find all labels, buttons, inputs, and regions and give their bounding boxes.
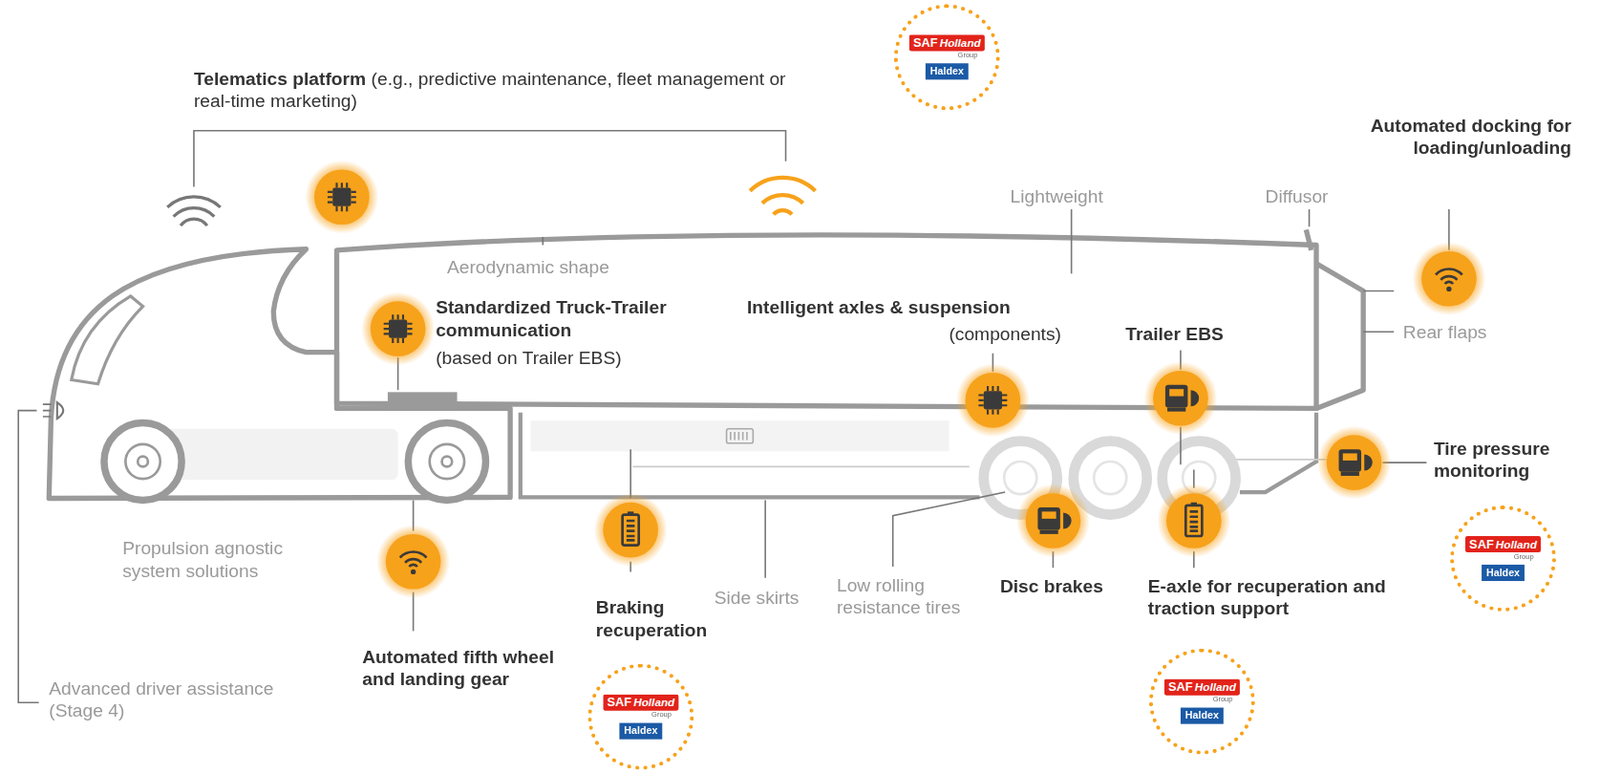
feature-label: Telematics platform	[193, 68, 366, 89]
logo-text: SAF	[1469, 536, 1494, 552]
logo-text: Haldex	[1481, 564, 1526, 581]
feature-label: Automated fifth wheel and landing gear	[362, 644, 556, 690]
logo-bar: SAFHolland	[1164, 679, 1240, 696]
logo-bar: SAFHolland	[602, 694, 679, 711]
logo-text: Holland	[633, 695, 675, 710]
partner-logo: SAFHollandGroupHaldex	[587, 663, 694, 770]
feature-label: Aerodynamic shape	[447, 256, 672, 279]
feature-label: Rear flaps	[1403, 320, 1547, 344]
logo-text: Holland	[1495, 536, 1537, 552]
feature-label: Automated docking for loading/unloading	[1326, 114, 1572, 160]
partner-logo: SAFHollandGroupHaldex	[1450, 505, 1557, 612]
feature-label: Side skirts	[714, 585, 828, 609]
logo-text: Holland	[939, 35, 982, 50]
logo-text: SAF	[606, 695, 632, 710]
feature-label: Low rolling resistance tires	[836, 574, 1001, 619]
feature-label: Disc brakes	[1000, 575, 1123, 598]
logo-text: SAF	[1168, 680, 1194, 695]
logo-text: Holland	[1194, 680, 1237, 695]
logo-text: Haldex	[1180, 707, 1225, 725]
logo-text: Group	[958, 50, 979, 60]
partner-logo: SAFHollandGroupHaldex	[1149, 648, 1256, 755]
feature-label: Intelligent axles & suspension	[746, 296, 1085, 320]
partner-logo: SAFHollandGroupHaldex	[894, 3, 1001, 110]
feature-label: Diffusor	[1265, 184, 1379, 208]
logo-text: Group	[1213, 695, 1234, 704]
logo-bar: SAFHolland	[1465, 535, 1541, 553]
logo-text: Group	[651, 710, 672, 720]
feature-label: Standardized Truck-Trailer communication	[435, 296, 726, 342]
feature-label: Lightweight	[1010, 184, 1154, 208]
feature-label: (based on Trailer EBS)	[435, 346, 702, 370]
logo-text: Group	[1514, 552, 1535, 561]
feature-label: E-axle for recuperation and traction sup…	[1148, 575, 1393, 620]
logo-text: SAF	[913, 35, 939, 50]
logo-text: Haldex	[618, 723, 663, 740]
feature-label: (components)	[897, 322, 1062, 346]
feature-label: Propulsion agnostic system solutions	[122, 536, 342, 582]
feature-label: Tire pressure monitoring	[1433, 436, 1587, 482]
label-group: Telematics platform(e.g., predictive mai…	[193, 67, 796, 113]
logo-text: Haldex	[924, 63, 969, 80]
logo-bar: SAFHolland	[909, 34, 985, 51]
feature-label: Trailer EBS	[1125, 322, 1269, 346]
feature-label: Advanced driver assistance (Stage 4)	[48, 676, 294, 722]
